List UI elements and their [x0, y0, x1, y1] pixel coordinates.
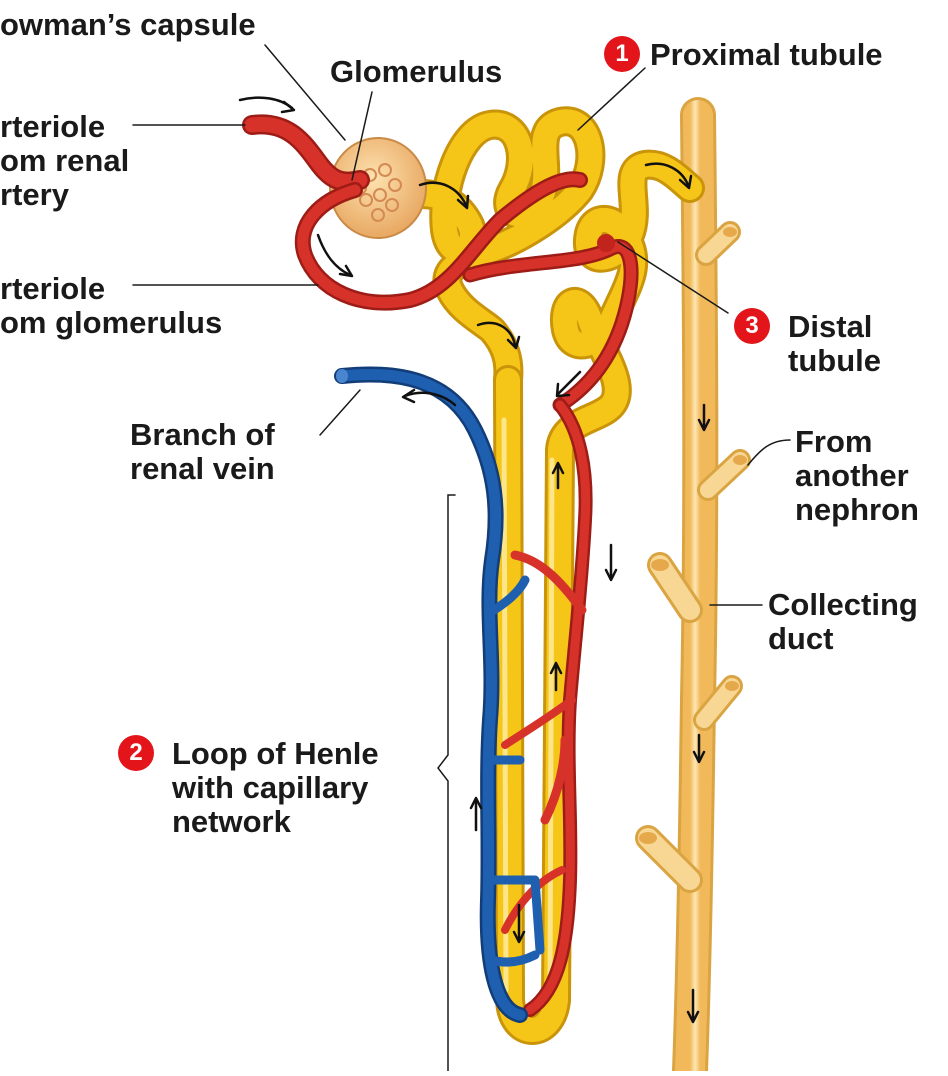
label-from-another-nephron: From another nephron [795, 425, 919, 527]
badge-3: 3 [734, 308, 770, 344]
label-arteriole-from-artery: rteriole om renal rtery [0, 110, 129, 212]
collecting-duct [639, 115, 747, 1071]
label-loop-of-henle: Loop of Henle with capillary network [172, 737, 379, 839]
label-bowmans-capsule: owman’s capsule [0, 8, 256, 42]
badge-2: 2 [118, 735, 154, 771]
label-glomerulus: Glomerulus [330, 55, 502, 89]
label-branch-renal-vein: Branch of renal vein [130, 418, 275, 486]
loop-of-henle-brace [438, 495, 455, 1071]
label-collecting-duct: Collecting duct [768, 588, 918, 656]
leader-proximal-tubule [578, 68, 645, 130]
badge-1: 1 [604, 36, 640, 72]
leader-branch-renal-vein [320, 390, 360, 435]
label-distal-tubule: Distal tubule [788, 310, 881, 378]
label-proximal-tubule: Proximal tubule [650, 38, 883, 72]
leader-from-another-nephron [748, 440, 790, 465]
label-arteriole-from-glomerulus: rteriole om glomerulus [0, 272, 222, 340]
